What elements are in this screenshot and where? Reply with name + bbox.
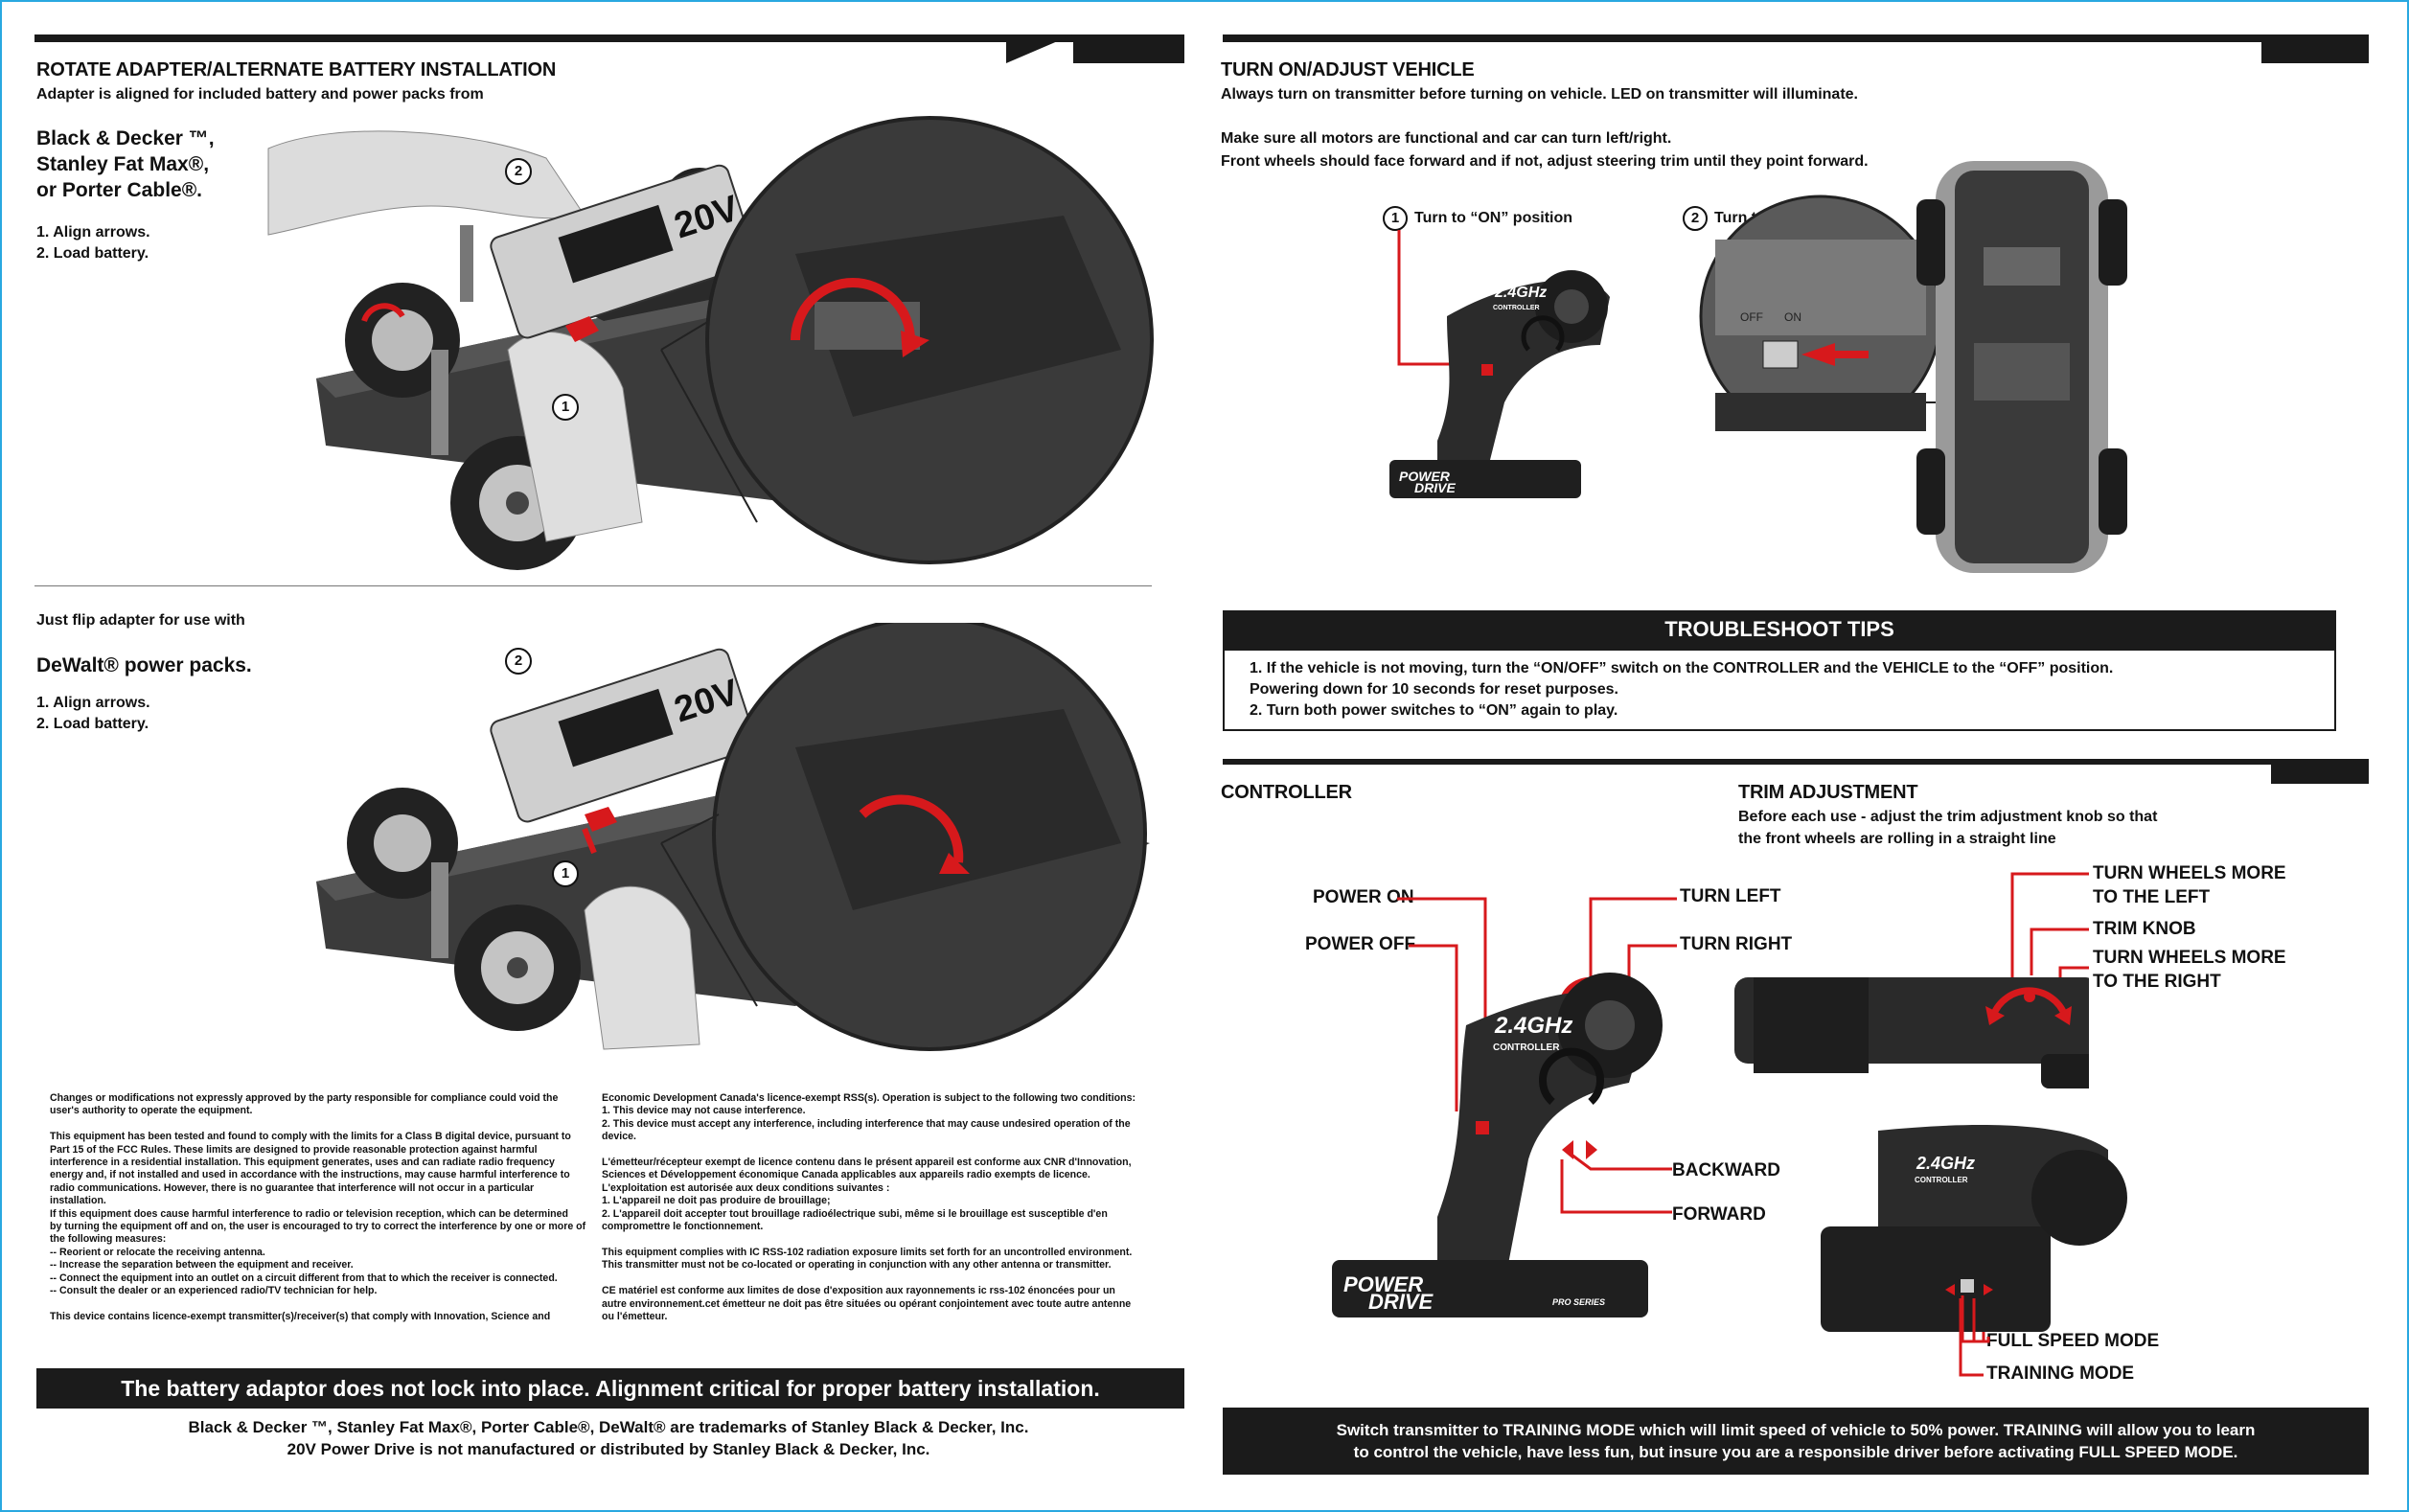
label-wheels-left-2: TO THE LEFT [2093, 887, 2211, 907]
step-badge-on-1: 1 [1383, 206, 1408, 231]
dewalt-text: DeWalt® power packs. [36, 654, 252, 676]
right-line-1: Always turn on transmitter before turnin… [1221, 86, 1858, 103]
brand-drive-main: DRIVE [1368, 1290, 1434, 1314]
flip-text: Just flip adapter for use with [36, 612, 245, 629]
tip-1: 1. If the vehicle is not moving, turn th… [1250, 660, 2114, 676]
vehicle-switch-illustration: OFF ON [1699, 195, 2004, 431]
right-header-tab-slope [2204, 34, 2261, 63]
controller-sub-main: CONTROLLER [1493, 1042, 1560, 1053]
step-load-battery-1: 2. Load battery. [36, 245, 149, 262]
left-header-bar [34, 34, 1184, 42]
troubleshoot-title: TROUBLESHOOT TIPS [1223, 610, 2336, 649]
brand-power-main: POWER [1343, 1272, 1423, 1296]
controller-section-title: CONTROLLER [1221, 782, 1352, 803]
switch-on-label: ON [1784, 310, 1801, 324]
controller-badge-top: 2.4GHz [1494, 285, 1547, 301]
battery-install-illustration-top: 20V [267, 116, 1154, 570]
switch-off-label: OFF [1740, 310, 1763, 324]
step-align-arrows-1: 1. Align arrows. [36, 224, 150, 241]
pro-series-main: PRO SERIES [1552, 1297, 1605, 1307]
right-header-tab [2261, 34, 2369, 63]
label-backward: BACKWARD [1672, 1160, 1780, 1180]
right-line-2: Make sure all motors are functional and … [1221, 130, 1672, 147]
label-trim-knob: TRIM KNOB [2093, 919, 2196, 939]
label-full-speed: FULL SPEED MODE [1986, 1331, 2160, 1351]
brand-porter-cable: or Porter Cable®. [36, 179, 203, 201]
controller-sub-trim: CONTROLLER [1915, 1176, 1968, 1184]
turn-on-step-1: Turn to “ON” position [1414, 210, 1573, 226]
controller-badge-main: 2.4GHz [1494, 1013, 1572, 1039]
trim-line-1: Before each use - adjust the trim adjust… [1738, 809, 2158, 825]
fcc-notice-left: Changes or modifications not expressly a… [50, 1092, 586, 1322]
label-power-on: POWER ON [1313, 887, 1414, 907]
right-line-3: Front wheels should face forward and if … [1221, 153, 1869, 170]
left-header-tab-fill [1073, 34, 1184, 63]
trademark-line-2: 20V Power Drive is not manufactured or d… [287, 1440, 930, 1458]
trim-line-2: the front wheels are rolling in a straig… [1738, 831, 2056, 847]
training-mode-diagram: 2.4GHz CONTROLLER [1821, 1125, 2127, 1377]
brand-drive-top: DRIVE [1414, 480, 1456, 495]
right-section-bar [1223, 759, 2369, 765]
controller-diagram: 2.4GHz CONTROLLER POWER DRIVE PRO SERIES [1332, 897, 1677, 1317]
label-wheels-right-1: TURN WHEELS MORE [2093, 948, 2286, 968]
label-training: TRAINING MODE [1986, 1363, 2135, 1384]
troubleshoot-box [1223, 649, 2336, 731]
right-title: TURN ON/ADJUST VEHICLE [1221, 59, 1475, 80]
tip-1-cont: Powering down for 10 seconds for reset p… [1250, 681, 1618, 698]
controller-illustration-top: 2.4GHz CONTROLLER POWER DRIVE [1389, 230, 1610, 498]
right-section-tab [2271, 759, 2369, 784]
step-badge-1-top: 1 [552, 394, 579, 421]
label-turn-left: TURN LEFT [1680, 886, 1781, 906]
battery-install-illustration-bottom: 20V [316, 623, 1150, 1051]
step-badge-on-2: 2 [1683, 206, 1708, 231]
step-badge-2-top: 2 [505, 158, 532, 185]
controller-sub-top: CONTROLLER [1493, 305, 1540, 311]
vehicle-chassis-illustration [1916, 161, 2127, 573]
left-divider [34, 585, 1152, 586]
controller-badge-trim: 2.4GHz [1916, 1154, 1975, 1173]
label-wheels-left-1: TURN WHEELS MORE [2093, 863, 2286, 883]
left-subtitle: Adapter is aligned for included battery … [36, 86, 484, 103]
label-turn-right: TURN RIGHT [1680, 934, 1793, 954]
trim-section-title: TRIM ADJUSTMENT [1738, 782, 1918, 803]
left-header-tab [1006, 34, 1073, 63]
training-band-line-1: Switch transmitter to TRAINING MODE whic… [1336, 1421, 2256, 1439]
left-title: ROTATE ADAPTER/ALTERNATE BATTERY INSTALL… [36, 59, 557, 80]
trademark-line-1: Black & Decker ™, Stanley Fat Max®, Port… [188, 1418, 1029, 1436]
label-power-off: POWER OFF [1305, 934, 1416, 954]
right-header-bar [1223, 34, 2369, 42]
ic-notice-right: Economic Development Canada's licence-ex… [602, 1092, 1136, 1322]
battery-warning-band: The battery adaptor does not lock into p… [36, 1368, 1184, 1409]
brand-stanley: Stanley Fat Max®, [36, 153, 210, 175]
step-badge-1-bottom: 1 [552, 860, 579, 887]
tip-2: 2. Turn both power switches to “ON” agai… [1250, 702, 1618, 719]
step-load-battery-2: 2. Load battery. [36, 716, 149, 732]
label-wheels-right-2: TO THE RIGHT [2093, 972, 2221, 992]
brand-power-top: POWER [1399, 469, 1451, 484]
training-mode-band: Switch transmitter to TRAINING MODE whic… [1223, 1408, 2369, 1475]
step-badge-2-bottom: 2 [505, 648, 532, 675]
trim-knob-diagram [1734, 872, 2089, 1088]
brand-black-decker: Black & Decker ™, [36, 127, 215, 149]
training-band-line-2: to control the vehicle, have less fun, b… [1353, 1443, 2238, 1461]
label-forward: FORWARD [1672, 1204, 1766, 1225]
step-align-arrows-2: 1. Align arrows. [36, 695, 150, 711]
